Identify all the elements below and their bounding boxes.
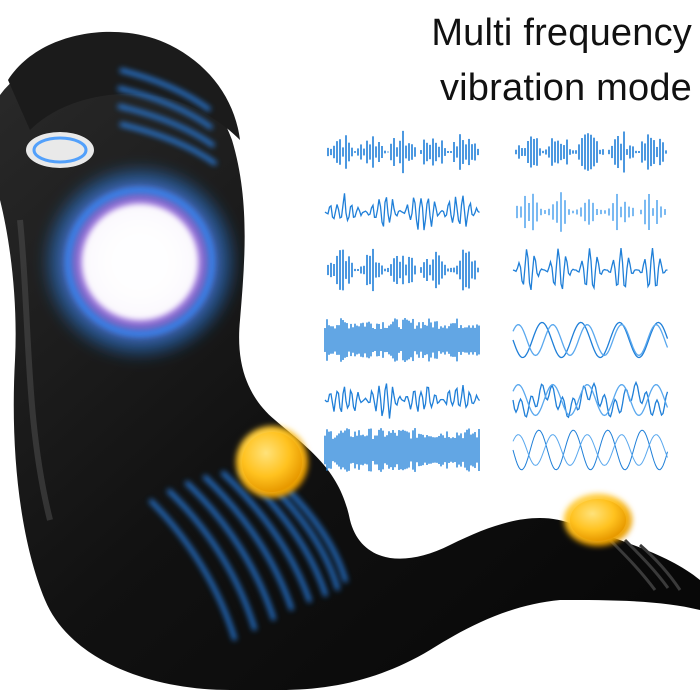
waveform-7 xyxy=(324,318,480,362)
waveform-3 xyxy=(324,193,480,231)
waveform-2 xyxy=(515,131,667,173)
waveform-9 xyxy=(324,383,481,419)
motor-2 xyxy=(564,494,632,546)
motor-1 xyxy=(236,426,308,498)
ribbed-shaft xyxy=(148,468,348,641)
waveform-11 xyxy=(324,428,480,472)
headline-line-1: Multi frequency xyxy=(431,12,692,54)
waveform-5 xyxy=(327,248,479,292)
waveform-8 xyxy=(512,321,669,359)
headline-line-2: vibration mode xyxy=(439,67,692,109)
vibration-glow xyxy=(40,162,240,362)
waveform-1 xyxy=(327,130,479,174)
headline: Multi frequency vibration mode xyxy=(330,6,692,116)
waveform-6 xyxy=(512,248,668,291)
waveform-12 xyxy=(512,429,668,471)
waveform-10 xyxy=(512,380,669,419)
waveform-4 xyxy=(516,192,666,232)
